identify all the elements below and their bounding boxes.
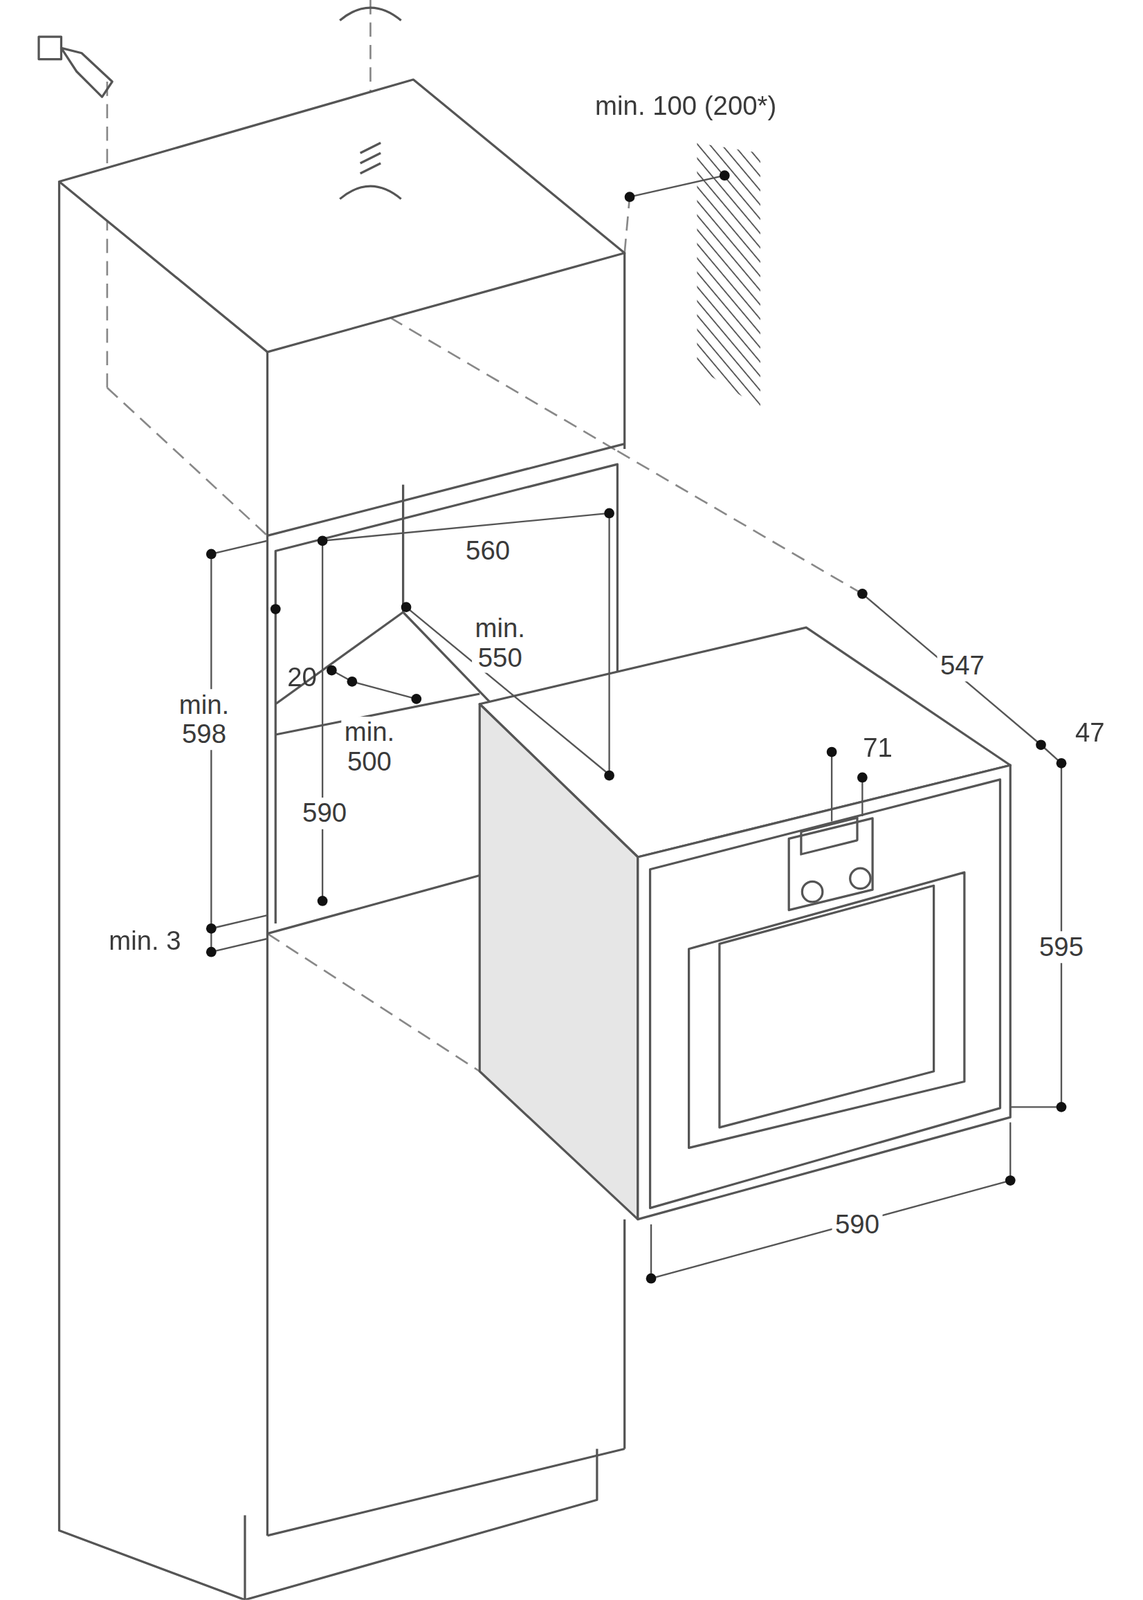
dimension-label: 547 xyxy=(936,649,988,681)
dimension-label: 47 xyxy=(1072,716,1109,748)
dimension-label: min. 3 xyxy=(105,925,185,957)
dimension-label: min. 500 xyxy=(341,716,398,777)
dimension-label: 590 xyxy=(832,1208,883,1240)
dimension-label: min. 598 xyxy=(175,689,232,750)
dimension-label: min. 550 xyxy=(471,613,528,674)
dimension-label: 20 xyxy=(284,662,321,694)
dimension-label: min. 100 (200*) xyxy=(592,90,780,122)
dimension-label: 595 xyxy=(1036,931,1087,963)
dimension-label: 590 xyxy=(299,797,351,829)
dimension-label: 71 xyxy=(860,732,896,764)
dimension-label: 560 xyxy=(462,535,514,567)
